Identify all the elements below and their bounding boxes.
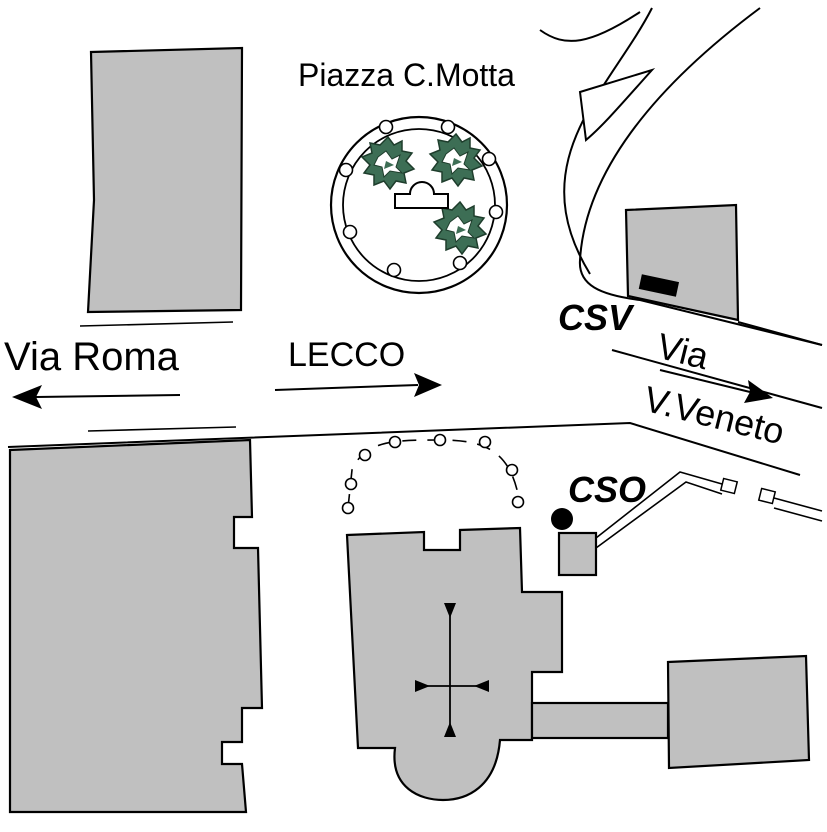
label-via-roma: Via Roma [4,335,180,379]
label-csv: CSV [558,297,635,338]
road-curve-north [563,7,653,275]
label-veneto: V.Veneto [640,378,789,452]
cross-icon [415,603,489,737]
road-edge-veneto [611,349,823,409]
street-edge [87,426,237,432]
road-curve-small [539,11,641,42]
piazza-roundabout [329,115,509,295]
building-north-west [86,46,244,314]
church-colonnade [341,433,525,515]
road-curve-east [578,7,823,346]
building-csv [624,203,740,322]
label-cso: CSO [568,469,646,510]
road-edge-east [737,321,823,346]
traffic-island [578,67,656,142]
church-annex [530,701,670,740]
building-south-west [8,438,264,814]
road-edge-main [7,421,801,476]
station-marker-icon [638,274,680,297]
building-south-east [666,654,811,770]
arrow-icon [659,369,773,403]
street-edge [79,321,234,327]
label-lecco: LECCO [288,336,405,374]
church-building [345,526,564,802]
monument [394,181,449,209]
station-marker-icon [551,508,573,530]
pipe-line [595,471,823,549]
arrow-icon [12,385,181,409]
arrow-icon [274,373,442,397]
label-piazza: Piazza C.Motta [298,57,515,93]
building-cso [557,531,598,577]
